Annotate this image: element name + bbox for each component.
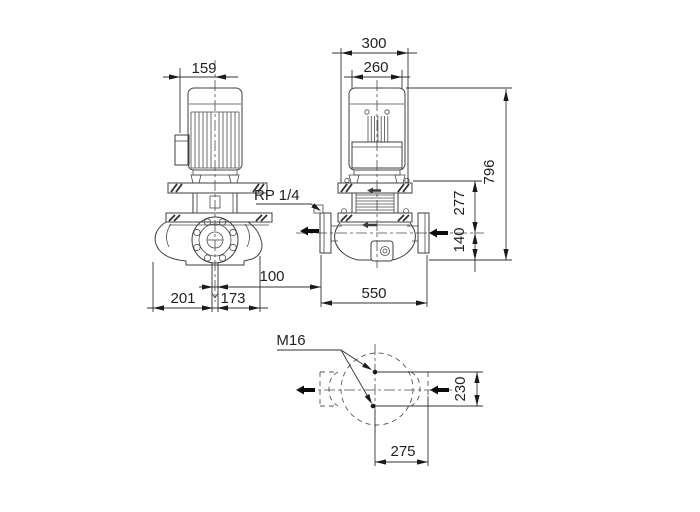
dim-230: 230 <box>375 371 483 407</box>
pump-plate-front <box>337 208 413 223</box>
terminal-box-front <box>351 141 403 169</box>
dim-277: 277 <box>413 180 482 233</box>
pump-plate-side <box>165 212 273 226</box>
side-view: 159 201 173 100 <box>147 60 321 312</box>
bolt-label: M16 <box>276 332 305 349</box>
eye-bolt <box>384 109 390 115</box>
motor-bottom-band <box>192 169 238 176</box>
motor-flange-plate-side <box>167 182 268 194</box>
dim-796-label: 796 <box>481 159 498 184</box>
motor-side <box>174 87 243 184</box>
dim-796: 796 <box>406 87 512 261</box>
bolt-holes <box>193 218 237 262</box>
dim-230-label: 230 <box>452 376 469 401</box>
volute-side <box>154 216 263 312</box>
bolt-hole <box>372 369 378 375</box>
dim-260-label: 260 <box>363 59 388 76</box>
dim-173-label: 173 <box>220 290 245 307</box>
shaft-stem <box>211 263 219 312</box>
dim-159: 159 <box>163 60 238 133</box>
flow-arrow-icon <box>429 228 448 238</box>
dim-140: 140 <box>451 227 478 272</box>
flow-arrow-icon <box>296 385 315 395</box>
dim-140-label: 140 <box>451 227 468 252</box>
outlet-flange-plan <box>319 371 339 407</box>
dim-100-label: 100 <box>259 268 284 285</box>
dim-275: 275 <box>374 396 429 466</box>
dim-201-label: 201 <box>170 290 195 307</box>
dim-100: 100 <box>199 268 321 290</box>
gauge-port-label: RP 1/4 <box>254 187 300 204</box>
dim-260: 260 <box>344 59 410 89</box>
drain-boss <box>370 240 394 262</box>
terminal-box-side <box>174 134 190 166</box>
motor-flange-plate-front <box>337 182 413 194</box>
motor-foot <box>190 174 202 184</box>
dim-300: 300 <box>332 35 417 183</box>
dim-550-label: 550 <box>361 285 386 302</box>
rotation-arrow-icon <box>367 187 381 194</box>
motor-foot <box>228 174 240 184</box>
seal-flange-outer <box>191 216 239 264</box>
outlet-flange <box>319 212 332 254</box>
bolt-hole <box>370 403 376 409</box>
dim-277-label: 277 <box>451 190 468 215</box>
top-view: M16 230 275 <box>276 332 483 466</box>
eye-bolt <box>364 109 370 115</box>
motor-fins <box>190 111 240 169</box>
flow-direction-icon <box>362 221 377 229</box>
dim-159-label: 159 <box>191 60 216 77</box>
drain-plug <box>380 246 390 256</box>
motor-outline-dashed <box>340 352 414 426</box>
dim-300-label: 300 <box>361 35 386 52</box>
motor-foot <box>394 174 406 184</box>
dim-201-173: 201 173 <box>147 256 268 312</box>
dim-275-label: 275 <box>390 443 415 460</box>
bolt-callout: M16 <box>276 332 378 409</box>
motor-foot <box>348 174 360 184</box>
dim-550: 550 <box>320 255 428 307</box>
flow-arrow-icon <box>300 226 319 236</box>
seal-flange-inner <box>198 223 232 257</box>
lantern-front <box>351 187 399 213</box>
flow-arrow-icon <box>430 385 449 395</box>
volute-front <box>313 204 430 262</box>
gauge-port-boss <box>313 204 324 214</box>
inlet-flange-plan <box>410 371 429 407</box>
front-view: RP 1/4 300 260 <box>254 35 512 307</box>
coupling-window <box>209 195 221 209</box>
motor-fins-front <box>367 116 389 142</box>
gauge-port-callout: RP 1/4 <box>254 187 321 211</box>
lantern-side <box>192 193 238 213</box>
